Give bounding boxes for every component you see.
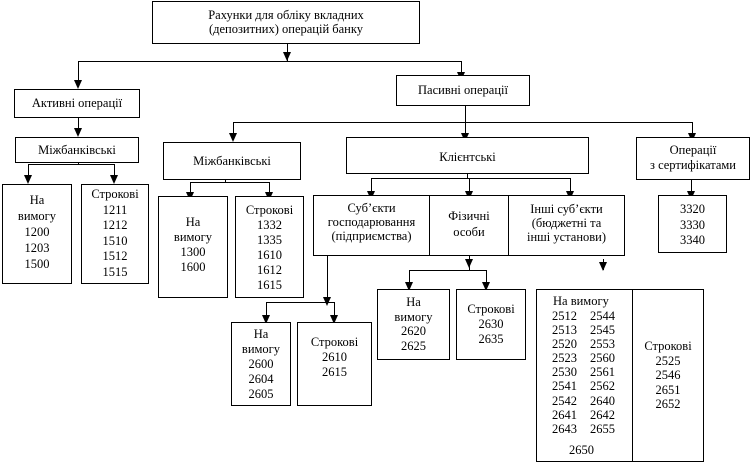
business-demand-label: На вимогу 2600 2604 2605 bbox=[241, 327, 281, 401]
certificates-node: Операції з сертифікатами bbox=[636, 137, 750, 180]
passive-operations-label: Пасивні операції bbox=[418, 83, 508, 97]
connector-line bbox=[334, 302, 335, 319]
active-term-label: Строкові 1211 1212 1510 1512 1515 bbox=[91, 187, 139, 279]
arrow-head bbox=[262, 315, 270, 324]
individuals-demand-node: На вимогу 2620 2625 bbox=[377, 289, 450, 360]
arrow-head bbox=[283, 52, 291, 61]
connector-line bbox=[691, 180, 692, 195]
arrow-head bbox=[323, 297, 331, 306]
connector-line bbox=[269, 182, 270, 196]
business-term-node: Строкові 2610 2615 bbox=[297, 322, 372, 406]
passive-interbank-node: Міжбанківські bbox=[163, 142, 301, 180]
arrow-head bbox=[405, 282, 413, 291]
individuals-node: Фізичні особи bbox=[429, 195, 509, 256]
arrow-head bbox=[74, 80, 82, 89]
connector-line bbox=[371, 178, 372, 195]
individuals-term-label: Строкові 2630 2635 bbox=[467, 302, 515, 346]
connector-line bbox=[409, 270, 487, 271]
connector-line bbox=[190, 182, 270, 183]
connector-line bbox=[233, 122, 693, 123]
passive-interbank-demand-node: На вимогу 1300 1600 bbox=[158, 196, 228, 298]
connector-line bbox=[465, 106, 466, 122]
connector-line bbox=[266, 302, 267, 319]
arrow-head bbox=[465, 259, 473, 268]
passive-interbank-label: Міжбанківські bbox=[193, 154, 271, 168]
connector-line bbox=[692, 122, 693, 137]
arrow-head bbox=[330, 315, 338, 324]
individuals-demand-label: На вимогу 2620 2625 bbox=[394, 295, 433, 353]
connector-line bbox=[28, 164, 115, 165]
others-demand-col1: 2512 2513 2520 2523 2530 2541 2542 2641 … bbox=[552, 309, 577, 436]
connector-line bbox=[327, 256, 328, 302]
connector-line bbox=[467, 174, 468, 178]
arrow-head bbox=[24, 175, 32, 184]
root-node-label: Рахунки для обліку вкладних (депозитних)… bbox=[208, 8, 364, 36]
others-demand-title: На вимогу bbox=[553, 294, 609, 308]
certificates-accounts-label: 3320 3330 3340 bbox=[680, 202, 705, 247]
business-demand-node: На вимогу 2600 2604 2605 bbox=[231, 322, 291, 406]
arrow-head bbox=[482, 282, 490, 291]
others-term-node: Строкові 2525 2546 2651 2652 bbox=[632, 289, 704, 462]
individuals-label: Фізичні особи bbox=[448, 209, 490, 239]
passive-operations-node: Пасивні операції bbox=[396, 75, 530, 106]
individuals-term-node: Строкові 2630 2635 bbox=[456, 289, 526, 360]
others-demand-col2: 2544 2545 2553 2560 2561 2562 2640 2642 … bbox=[590, 309, 615, 436]
passive-interbank-demand-label: На вимогу 1300 1600 bbox=[173, 215, 213, 274]
connector-line bbox=[190, 182, 191, 196]
business-entities-node: Суб’єкти господарювання (підприємства) bbox=[313, 195, 430, 256]
other-entities-node: Інші суб’єкти (бюджетні та інші установи… bbox=[508, 195, 625, 256]
connector-line bbox=[570, 178, 571, 195]
active-interbank-node: Міжбанківські bbox=[15, 137, 139, 163]
connector-line bbox=[233, 122, 234, 137]
connector-line bbox=[78, 61, 462, 62]
business-entities-label: Суб’єкти господарювання (підприємства) bbox=[327, 201, 416, 243]
certificates-accounts-node: 3320 3330 3340 bbox=[658, 195, 727, 253]
arrow-head bbox=[599, 262, 607, 271]
connector-line bbox=[461, 61, 462, 75]
other-entities-label: Інші суб’єкти (бюджетні та інші установи… bbox=[526, 202, 607, 244]
certificates-label: Операції з сертифікатами bbox=[650, 143, 736, 172]
others-demand-node: На вимогу 2512 2513 2520 2523 2530 2541 … bbox=[536, 289, 633, 462]
active-operations-label: Активні операції bbox=[31, 96, 123, 110]
business-term-label: Строкові 2610 2615 bbox=[310, 335, 359, 379]
arrow-head bbox=[110, 175, 118, 184]
clients-node: Клієнтські bbox=[346, 137, 589, 174]
connector-line bbox=[225, 180, 226, 182]
clients-label: Клієнтські bbox=[439, 150, 496, 164]
connector-line bbox=[78, 163, 79, 165]
passive-interbank-term-label: Строкові 1332 1335 1610 1612 1615 bbox=[245, 203, 294, 292]
root-node: Рахунки для обліку вкладних (депозитних)… bbox=[152, 1, 420, 44]
connector-line bbox=[409, 270, 410, 286]
others-demand-last: 2650 bbox=[569, 443, 594, 457]
connector-line bbox=[469, 178, 470, 195]
connector-line bbox=[465, 122, 466, 137]
connector-line bbox=[114, 164, 115, 178]
active-interbank-label: Міжбанківські bbox=[38, 143, 116, 157]
active-operations-node: Активні операції bbox=[14, 89, 140, 118]
connector-line bbox=[28, 164, 29, 178]
connector-line bbox=[486, 270, 487, 286]
connector-line bbox=[78, 61, 79, 83]
arrow-head bbox=[229, 133, 237, 142]
passive-interbank-term-node: Строкові 1332 1335 1610 1612 1615 bbox=[235, 196, 304, 298]
active-term-node: Строкові 1211 1212 1510 1512 1515 bbox=[81, 184, 149, 284]
connector-line bbox=[371, 178, 571, 179]
active-demand-label: На вимогу 1200 1203 1500 bbox=[17, 193, 57, 271]
connector-line bbox=[266, 302, 335, 303]
connector-line bbox=[78, 118, 79, 132]
arrow-head bbox=[74, 128, 82, 137]
active-demand-node: На вимогу 1200 1203 1500 bbox=[2, 184, 72, 284]
others-term-label: Строкові 2525 2546 2651 2652 bbox=[644, 339, 692, 411]
